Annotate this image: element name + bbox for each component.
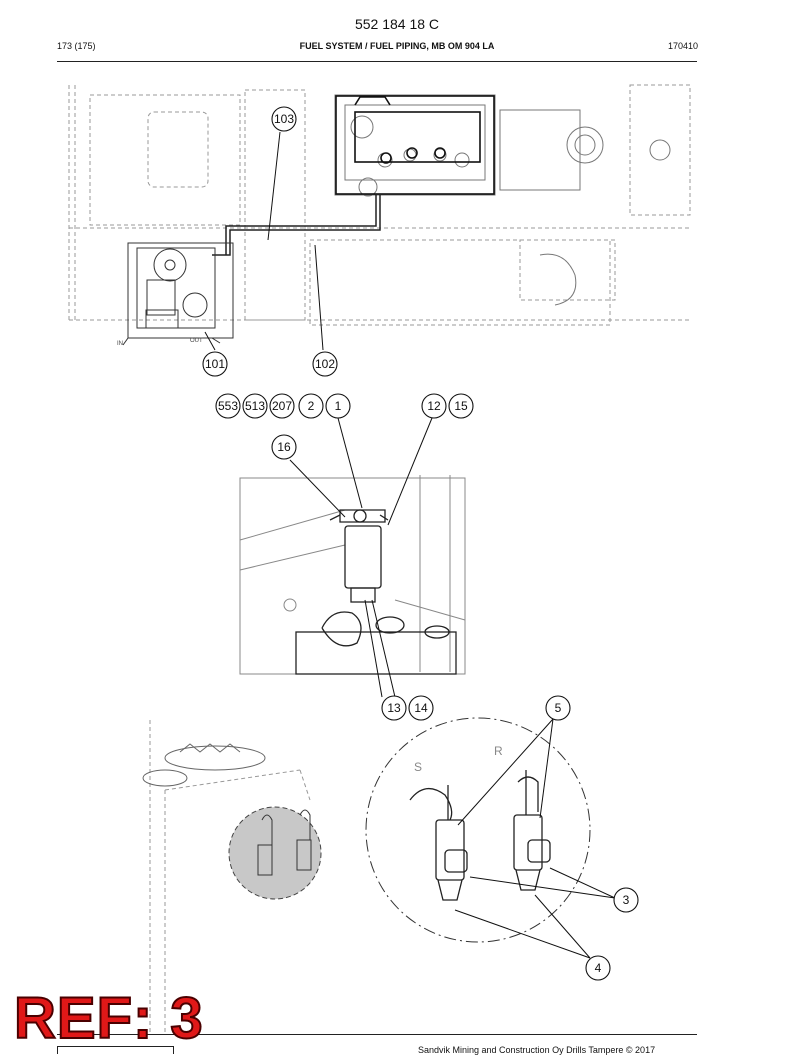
ref-stamp: REF: 3 <box>13 985 204 1052</box>
callout-4-circle <box>585 955 611 981</box>
label-out: OUT <box>190 338 203 344</box>
callout-3: 3 <box>623 893 630 907</box>
callout-513-circle <box>242 393 268 419</box>
engine-bay-drawing <box>68 84 691 346</box>
callout-5-circle <box>545 695 571 721</box>
callout-16: 16 <box>277 440 291 454</box>
callout-12-circle <box>421 393 447 419</box>
callout-16-circle <box>271 434 297 460</box>
tank-valve-drawing: S R <box>142 717 591 1035</box>
callout-553: 553 <box>218 399 238 413</box>
filter-detail-drawing <box>239 475 466 675</box>
callout-103-circle <box>271 106 297 132</box>
document-code: 170410 <box>667 41 698 51</box>
callout-101-circle <box>202 351 228 377</box>
callout-513: 513 <box>245 399 265 413</box>
callout-553-circle <box>215 393 241 419</box>
valve-zoom-circle <box>365 717 591 943</box>
callout-2-circle <box>298 393 324 419</box>
valve-label-r: R <box>494 744 503 758</box>
label-in: IN <box>117 341 123 347</box>
company-logo <box>57 1046 174 1054</box>
callout-3-circle <box>613 887 639 913</box>
callout-5: 5 <box>555 701 562 715</box>
callout-101: 101 <box>205 357 225 371</box>
page-number: 173 (175) <box>57 41 96 51</box>
callout-102-circle <box>312 351 338 377</box>
callout-15-circle <box>448 393 474 419</box>
callout-1-circle <box>325 393 351 419</box>
valve-label-s: S <box>414 760 422 774</box>
valve-zoom-source <box>228 806 322 900</box>
callout-4: 4 <box>595 961 602 975</box>
callout-207: 207 <box>272 399 292 413</box>
callout-207-circle <box>269 393 295 419</box>
callout-13: 13 <box>387 701 401 715</box>
callout-1: 1 <box>335 399 342 413</box>
footer-copyright: Sandvik Mining and Construction Oy Drill… <box>418 1045 656 1055</box>
callout-14: 14 <box>414 701 428 715</box>
callout-15: 15 <box>454 399 468 413</box>
callout-14-circle <box>408 695 434 721</box>
callout-102: 102 <box>315 357 335 371</box>
page-title: FUEL SYSTEM / FUEL PIPING, MB OM 904 LA <box>299 41 495 51</box>
callout-12: 12 <box>427 399 441 413</box>
document-number: 552 184 18 C <box>354 16 440 32</box>
footer-rule <box>57 1034 697 1035</box>
header-rule <box>57 61 697 62</box>
callout-103: 103 <box>274 112 294 126</box>
callout-13-circle <box>381 695 407 721</box>
callout-2: 2 <box>308 399 315 413</box>
